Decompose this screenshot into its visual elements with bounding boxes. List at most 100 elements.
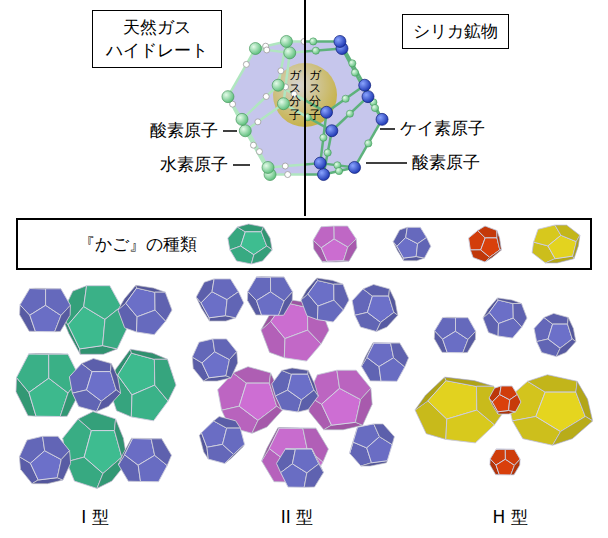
face-shade	[55, 305, 71, 331]
cage-face	[225, 292, 243, 318]
cage-face	[130, 349, 167, 359]
divider-line	[304, 0, 306, 216]
structure-cage	[196, 279, 244, 321]
cage-face	[151, 439, 171, 466]
cage-face	[555, 225, 580, 242]
face-shade	[344, 239, 357, 261]
face-shade	[57, 451, 70, 480]
structure-cage	[308, 370, 372, 430]
face-shade	[528, 375, 578, 392]
oxygen-atom	[312, 47, 319, 54]
structure-cage	[352, 285, 398, 332]
bond	[228, 49, 255, 97]
face-shade	[130, 349, 167, 359]
structure-label: I 型	[81, 507, 108, 527]
silicon-atom	[326, 125, 338, 137]
structure-cage	[277, 449, 324, 488]
heading-box: シリカ鉱物	[402, 14, 509, 49]
face-shade	[485, 250, 501, 262]
structure-cage	[20, 288, 71, 331]
face-shade	[576, 381, 593, 421]
cage-face	[320, 85, 382, 167]
cage-face	[485, 250, 501, 262]
molecule-label: ガス分子	[309, 69, 321, 122]
cage-face	[391, 343, 409, 367]
cage-face	[334, 284, 349, 310]
structure-cage	[19, 436, 70, 483]
oxygen-atom	[272, 79, 284, 91]
cage-face	[528, 375, 578, 392]
cage-face	[279, 292, 293, 316]
silicon-atom	[314, 157, 326, 169]
molecule-label: ガス分子	[289, 69, 301, 122]
cage-face	[389, 289, 398, 315]
cage-face	[478, 226, 497, 238]
oxygen-atom	[351, 69, 358, 76]
structure-label: H 型	[492, 507, 527, 527]
oxygen-atom	[236, 113, 248, 125]
cage-face	[298, 390, 318, 412]
face-shade	[97, 390, 121, 412]
structure-cage	[61, 286, 128, 355]
cage-icon	[532, 225, 580, 263]
cage-face	[251, 246, 272, 264]
oxygen-atom	[349, 60, 356, 67]
hydrogen-atom	[263, 93, 269, 99]
face-shade	[151, 439, 171, 466]
structure-cage	[199, 417, 244, 464]
leader-line	[380, 128, 395, 130]
face-shade	[481, 238, 500, 257]
face-shade	[223, 428, 245, 454]
cage-icon	[228, 224, 272, 264]
silica-atoms	[305, 35, 388, 180]
cage-face	[376, 312, 397, 331]
silicon-atom	[334, 35, 346, 47]
cage-face	[237, 224, 263, 232]
cage-face	[154, 359, 176, 401]
face-shade	[513, 304, 527, 328]
oxygen-atom	[310, 38, 317, 45]
cage-icon	[313, 226, 357, 262]
atom-label: ケイ素原子	[400, 118, 485, 138]
oxygen-atom	[346, 110, 353, 117]
face-shade	[279, 292, 293, 316]
cage-face	[374, 424, 395, 445]
cage-face	[553, 417, 593, 446]
face-shade	[376, 312, 397, 331]
cage-face	[481, 238, 500, 257]
cage-face	[544, 313, 568, 324]
cage-face	[498, 298, 522, 304]
structure-cage	[434, 317, 475, 352]
structure-cage	[69, 359, 120, 412]
cage-face	[97, 390, 121, 412]
oxygen-atom	[324, 149, 331, 156]
leader-lines	[223, 129, 407, 165]
hydrogen-atom	[256, 149, 262, 155]
structure-cage	[415, 377, 505, 443]
structure-cage	[108, 349, 176, 421]
leader-line	[233, 164, 250, 166]
cage-face	[573, 235, 580, 258]
cage-face	[304, 464, 323, 488]
cage-icon	[393, 227, 431, 260]
cage-face	[344, 239, 357, 261]
cage-face	[356, 388, 373, 425]
oxygen-atom	[335, 167, 342, 174]
face-shade	[553, 417, 593, 446]
structure-label: II 型	[281, 507, 313, 527]
face-shade	[225, 292, 243, 318]
face-shade	[304, 464, 323, 488]
face-shade	[555, 225, 580, 242]
face-shade	[136, 285, 166, 292]
structure-cage	[63, 412, 128, 489]
cage-face	[509, 395, 521, 412]
legend-band: 『かご』の種類	[16, 218, 592, 270]
cage-icons	[228, 224, 580, 264]
cage-face	[568, 318, 576, 342]
hydrogen-atom	[243, 61, 249, 67]
oxygen-atom	[342, 95, 349, 102]
cage-face	[233, 367, 271, 383]
structure-cage	[534, 313, 576, 356]
face-shade	[544, 313, 568, 324]
